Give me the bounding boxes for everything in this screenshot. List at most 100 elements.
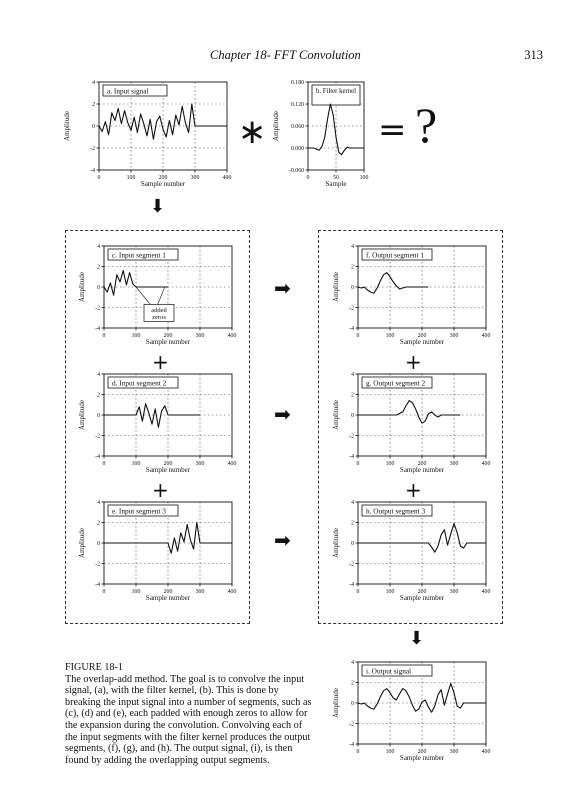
x-axis-label: Sample number	[146, 594, 191, 602]
y-tick-label: -4	[349, 742, 354, 748]
x-tick-label: 300	[196, 333, 205, 339]
y-tick-label: -0.060	[289, 168, 304, 174]
x-tick-label: 0	[357, 333, 360, 339]
annotation-text: added	[151, 307, 167, 314]
chart-title: b. Filter kernel	[316, 87, 356, 95]
y-tick-label: -4	[95, 454, 100, 460]
y-tick-label: 2	[97, 521, 100, 527]
x-tick-label: 200	[159, 175, 168, 181]
x-tick-label: 200	[164, 589, 173, 595]
y-tick-label: 2	[97, 393, 100, 399]
plus-symbol: +	[152, 350, 169, 374]
y-axis-label: Amplitude	[78, 272, 86, 302]
x-axis-label: Sample number	[400, 594, 445, 602]
chart-title-box	[107, 504, 179, 517]
chart-title: i. Output signal	[366, 667, 411, 676]
y-axis-label: Amplitude	[332, 400, 340, 430]
chart-title: d. Input segment 2	[112, 379, 167, 388]
y-tick-label: -2	[349, 562, 354, 568]
x-tick-label: 100	[386, 461, 395, 467]
x-tick-label: 400	[482, 461, 491, 467]
chart-title-box	[107, 248, 179, 261]
series-line-c	[103, 270, 168, 296]
y-tick-label: 4	[351, 660, 354, 666]
plus-symbol: +	[152, 478, 169, 502]
x-axis-label: Sample number	[146, 466, 191, 474]
y-axis-label: Amplitude	[332, 272, 340, 302]
x-tick-label: 400	[223, 175, 232, 181]
y-tick-label: 2	[351, 265, 354, 271]
x-tick-label: 300	[450, 749, 459, 755]
chart-title-box	[107, 376, 179, 389]
chart-title: c. Input segment 1	[112, 251, 166, 260]
x-tick-label: 100	[132, 461, 141, 467]
x-tick-label: 100	[386, 589, 395, 595]
x-tick-label: 300	[450, 589, 459, 595]
y-tick-label: -4	[90, 168, 95, 174]
annotation-leader	[156, 286, 166, 307]
y-axis-label: Amplitude	[78, 528, 86, 558]
y-tick-label: 2	[97, 265, 100, 271]
chapter-header: Chapter 18- FFT Convolution	[210, 48, 361, 62]
y-axis-label: Amplitude	[78, 400, 86, 430]
x-tick-label: 300	[450, 333, 459, 339]
arrow-down-icon: ⬇	[409, 628, 425, 649]
annotation-leader	[135, 286, 153, 307]
question-symbol: ?	[415, 97, 438, 153]
x-axis-label: Sample number	[400, 338, 445, 346]
y-tick-label: 4	[92, 80, 95, 86]
x-tick-label: 200	[418, 461, 427, 467]
chart-title-box	[361, 248, 433, 261]
y-tick-label: 4	[351, 244, 354, 250]
series-line-h	[358, 522, 486, 553]
x-tick-label: 400	[482, 333, 491, 339]
annotation-text: zeros	[152, 314, 166, 321]
convolve-symbol: ∗	[238, 112, 267, 152]
y-axis-label: Amplitude	[272, 111, 280, 141]
x-tick-label: 200	[164, 333, 173, 339]
x-tick-label: 300	[196, 589, 205, 595]
x-tick-label: 0	[103, 461, 106, 467]
y-tick-label: 4	[351, 372, 354, 378]
y-axis-label: Amplitude	[63, 111, 71, 141]
equals-symbol: =	[378, 110, 407, 150]
x-tick-label: 400	[228, 461, 237, 467]
chart-title: a. Input signal	[107, 87, 149, 96]
y-tick-label: -2	[95, 306, 100, 312]
y-tick-label: 0.060	[291, 124, 304, 130]
x-axis-label: Sample	[326, 180, 347, 188]
y-tick-label: -2	[349, 306, 354, 312]
y-tick-label: -4	[349, 454, 354, 460]
chart-title-box	[311, 84, 361, 106]
y-tick-label: 2	[351, 681, 354, 687]
x-tick-label: 0	[357, 749, 360, 755]
x-tick-label: 400	[482, 749, 491, 755]
x-tick-label: 200	[164, 461, 173, 467]
output-segments-box	[318, 230, 503, 624]
y-tick-label: 4	[97, 372, 100, 378]
y-axis-label: Amplitude	[332, 688, 340, 718]
input-segments-box	[65, 230, 250, 624]
x-tick-label: 200	[418, 749, 427, 755]
y-tick-label: 2	[92, 102, 95, 108]
y-tick-label: 0	[97, 285, 100, 291]
y-tick-label: 0	[92, 124, 95, 130]
x-tick-label: 0	[103, 589, 106, 595]
y-tick-label: 4	[97, 244, 100, 250]
y-tick-label: 2	[351, 393, 354, 399]
page-number: 313	[524, 48, 543, 62]
x-axis-label: Sample number	[141, 180, 186, 188]
y-tick-label: 2	[351, 521, 354, 527]
arrow-right-icon: ➡	[274, 402, 291, 426]
x-tick-label: 0	[307, 175, 310, 181]
series-line-f	[357, 272, 429, 294]
x-tick-label: 200	[418, 589, 427, 595]
arrow-right-icon: ➡	[274, 276, 291, 300]
y-tick-label: 0	[351, 285, 354, 291]
